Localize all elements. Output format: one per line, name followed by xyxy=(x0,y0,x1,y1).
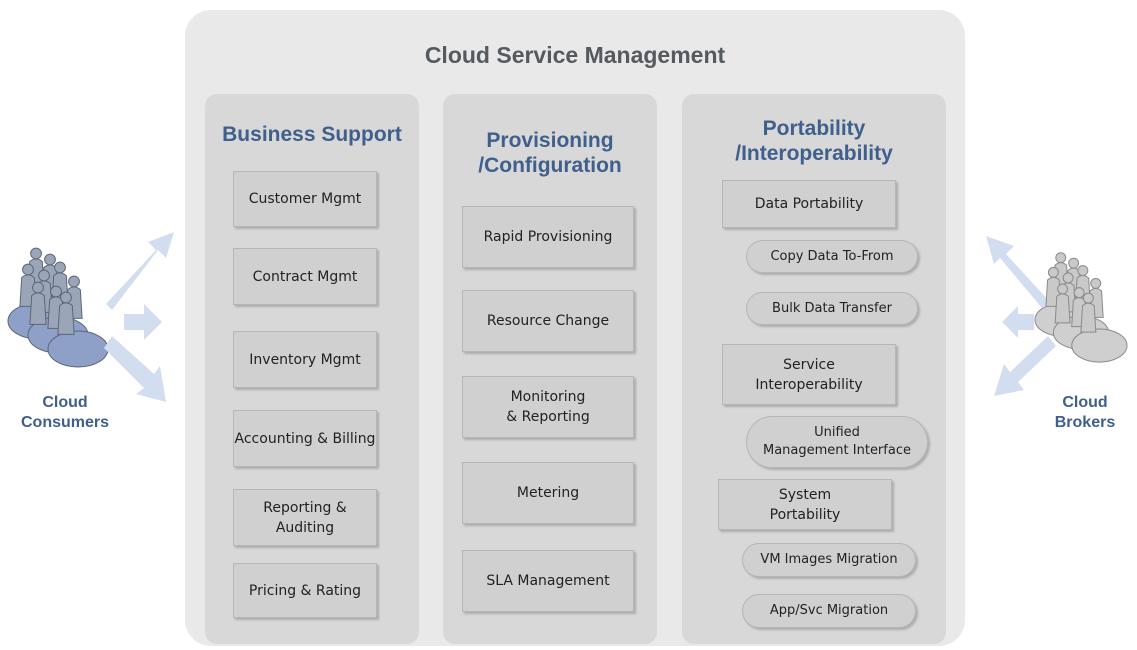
person-head xyxy=(1047,266,1059,278)
arrow-up-right xyxy=(106,232,174,310)
rapid-provisioning-box: Rapid Provisioning xyxy=(462,206,634,268)
sla-management-box: SLA Management xyxy=(462,550,634,612)
person-head xyxy=(30,247,42,260)
person-body xyxy=(1080,302,1097,333)
person-head xyxy=(68,275,80,288)
arrow-left xyxy=(1002,306,1034,338)
app-svc-migration-pill: App/Svc Migration xyxy=(742,594,916,628)
person-head xyxy=(44,253,56,266)
system-portability-box: System Portability xyxy=(718,479,892,530)
accounting-billing-box: Accounting & Billing xyxy=(233,410,377,467)
copy-data-to-from-pill: Copy Data To-From xyxy=(746,240,918,273)
customer-mgmt-box: Customer Mgmt xyxy=(233,171,377,227)
bulk-data-transfer-pill: Bulk Data Transfer xyxy=(746,292,918,325)
portability-interoperability-column: Portability /Interoperability Data Porta… xyxy=(682,94,946,644)
service-interoperability-box: Service Interoperability xyxy=(722,344,896,405)
person-head xyxy=(1062,272,1074,284)
person-head xyxy=(50,285,62,298)
person-head xyxy=(60,291,72,304)
monitoring-reporting-box: Monitoring & Reporting xyxy=(462,376,634,438)
right-arrows-icon xyxy=(986,236,1056,396)
person-head xyxy=(1077,265,1089,277)
left-arrows-icon xyxy=(104,232,174,402)
person-head xyxy=(38,269,50,282)
person-head xyxy=(1082,292,1094,304)
person-head xyxy=(1055,252,1067,264)
person-body xyxy=(57,302,75,335)
data-portability-box: Data Portability xyxy=(722,180,896,228)
cloud-consumers-icon xyxy=(7,247,109,368)
cloud-service-management-panel: Cloud Service Management Business Suppor… xyxy=(185,10,965,646)
arrow-down-left xyxy=(994,336,1056,396)
person-head xyxy=(1073,287,1085,299)
person-head xyxy=(22,263,34,276)
cloud-brokers-icon xyxy=(1034,252,1128,363)
base-disc xyxy=(1071,328,1128,363)
unified-management-interface-pill: Unified Management Interface xyxy=(746,416,928,468)
arrow-up-left xyxy=(986,236,1050,308)
vm-images-migration-pill: VM Images Migration xyxy=(742,543,916,577)
pricing-rating-box: Pricing & Rating xyxy=(233,563,377,618)
person-body xyxy=(29,292,47,325)
person-head xyxy=(1057,283,1069,295)
arrow-right xyxy=(124,304,162,340)
person-head xyxy=(54,261,66,274)
contract-mgmt-box: Contract Mgmt xyxy=(233,248,377,305)
column-title: Business Support xyxy=(222,123,402,146)
resource-change-box: Resource Change xyxy=(462,290,634,352)
person-head xyxy=(32,281,44,294)
person-head xyxy=(1068,257,1080,269)
column-title: Provisioning /Configuration xyxy=(478,129,622,177)
business-support-column: Business Support Customer Mgmt Contract … xyxy=(205,94,419,644)
page-title: Cloud Service Management xyxy=(424,42,726,68)
reporting-auditing-box: Reporting & Auditing xyxy=(233,489,377,546)
provisioning-configuration-column: Provisioning /Configuration Rapid Provis… xyxy=(443,94,657,644)
metering-box: Metering xyxy=(462,462,634,524)
cloud-consumers-label: Cloud Consumers xyxy=(20,394,110,431)
column-title: Portability /Interoperability xyxy=(735,117,893,165)
person-head xyxy=(1090,277,1102,289)
person-body xyxy=(1054,293,1071,324)
arrow-down-right xyxy=(104,336,166,402)
inventory-mgmt-box: Inventory Mgmt xyxy=(233,331,377,388)
cloud-brokers-label: Cloud Brokers xyxy=(1054,394,1116,431)
